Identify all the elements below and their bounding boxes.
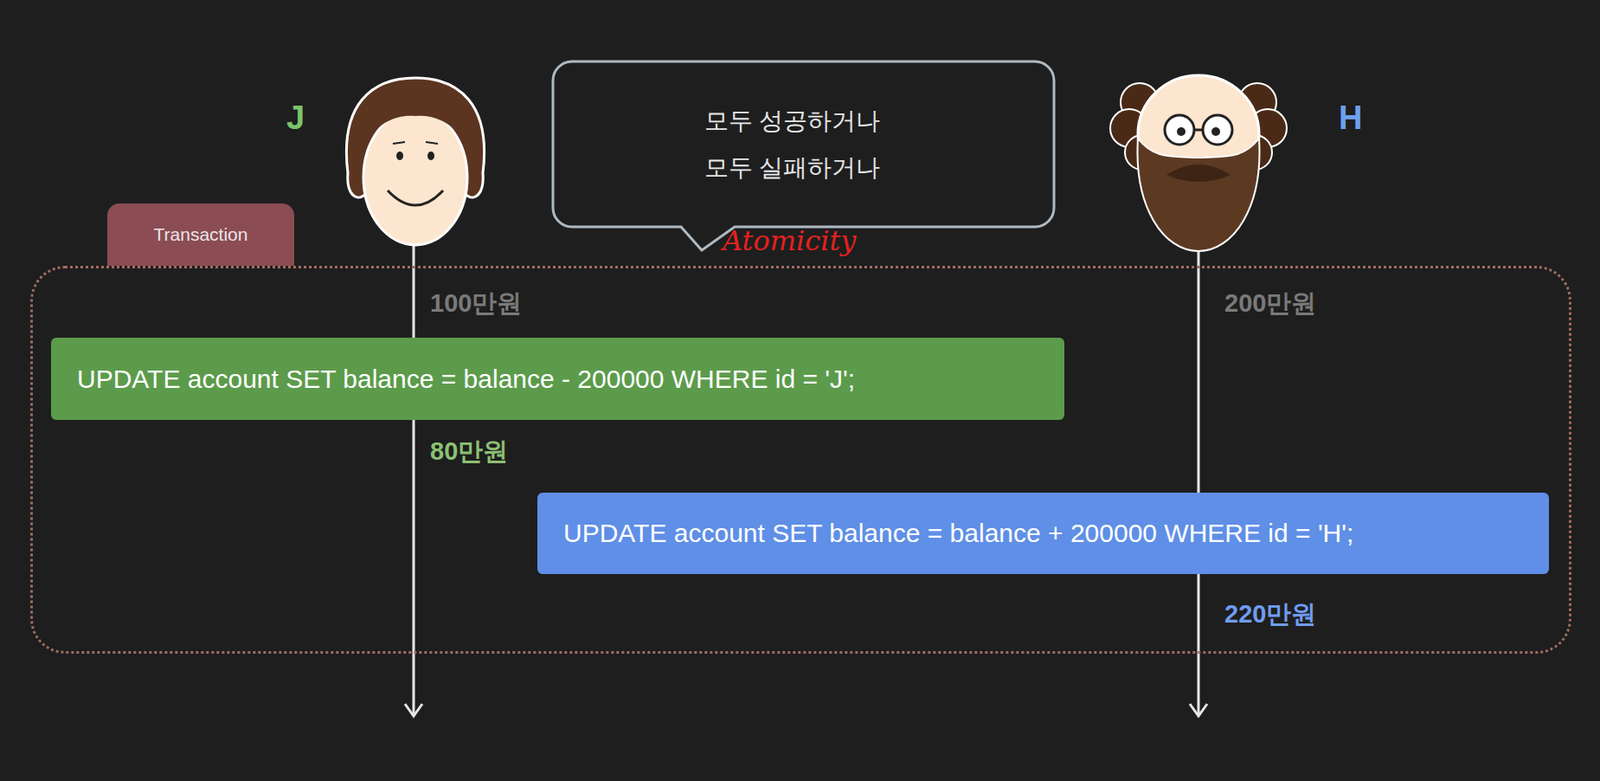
- timeline-j: [404, 244, 423, 716]
- balance-amount: 200만원: [1224, 289, 1317, 318]
- person-j-figure: [346, 77, 484, 245]
- person-letter: J: [286, 99, 305, 138]
- balance-amount: 100만원: [430, 289, 522, 318]
- region-tab-title: Transaction: [107, 203, 295, 266]
- speech-text: 모두 성공하거나 모두 실패하거나: [704, 97, 904, 190]
- balance-amount: 220만원: [1224, 599, 1317, 629]
- sql-statement: UPDATE account SET balance = balance - 2…: [77, 364, 855, 394]
- timeline-h: [1189, 250, 1208, 716]
- balance-amount: 80만원: [430, 436, 508, 466]
- sql-step-box: UPDATE account SET balance = balance + 2…: [537, 492, 1549, 574]
- transaction-region: TransactionUPDATE account SET balance = …: [30, 265, 1572, 654]
- sql-statement: UPDATE account SET balance = balance + 2…: [563, 518, 1354, 548]
- speech-bubble-outline: [552, 61, 1054, 227]
- speech-bubble: 모두 성공하거나 모두 실패하거나: [552, 61, 1054, 227]
- person-h-figure: [1110, 75, 1287, 251]
- handwritten-annotation: Atomicity: [722, 224, 856, 258]
- person-letter: H: [1338, 99, 1363, 138]
- sql-step-box: UPDATE account SET balance = balance - 2…: [51, 337, 1065, 420]
